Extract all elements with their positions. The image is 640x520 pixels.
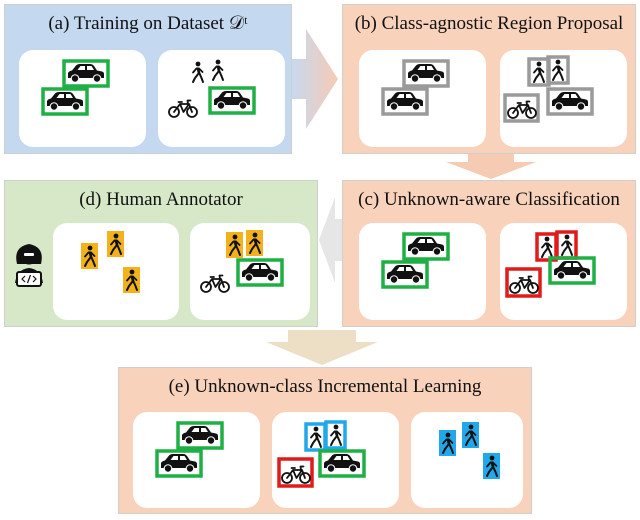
known-box bbox=[176, 421, 224, 450]
arrow-down bbox=[446, 154, 536, 179]
scene-illustration bbox=[439, 422, 500, 479]
scene-card bbox=[411, 412, 523, 508]
known-box bbox=[208, 86, 256, 115]
panel-training: (a) Training on Dataset 𝒟ᵗ bbox=[4, 4, 292, 154]
arrow-down bbox=[266, 330, 378, 365]
car-icon bbox=[47, 92, 83, 111]
unknown-box bbox=[277, 457, 314, 488]
panel-training-title: (a) Training on Dataset 𝒟ᵗ bbox=[48, 13, 248, 34]
scene-card bbox=[500, 50, 627, 147]
panel-region-proposal-title: (b) Class-agnostic Region Proposal bbox=[354, 13, 624, 34]
panel-incremental-learning: (e) Unknown-class Incremental Learning bbox=[118, 367, 532, 514]
panel-unknown-classification-title: (c) Unknown-aware Classification bbox=[358, 189, 620, 210]
car-icon bbox=[554, 261, 590, 280]
panel-incremental-learning-title: (e) Unknown-class Incremental Learning bbox=[168, 376, 482, 397]
pedestrian-icon bbox=[533, 60, 545, 83]
pedestrian-icon bbox=[541, 235, 553, 258]
scene-illustration bbox=[277, 420, 366, 488]
scene-illustration bbox=[168, 58, 256, 118]
arrow-right bbox=[292, 29, 338, 129]
bicycle-icon bbox=[507, 100, 537, 119]
car-icon bbox=[387, 265, 423, 284]
car-icon bbox=[242, 263, 278, 282]
pedestrian-icon bbox=[552, 58, 564, 81]
pedestrian-icon bbox=[330, 423, 342, 446]
car-icon bbox=[408, 64, 444, 83]
scene-card bbox=[359, 223, 486, 320]
bicycle-icon bbox=[281, 465, 311, 484]
scene-card bbox=[19, 50, 146, 147]
known-box bbox=[402, 232, 450, 261]
scene-card bbox=[190, 223, 310, 320]
proposal-box bbox=[503, 93, 540, 123]
proposal-box bbox=[546, 87, 594, 116]
known-box bbox=[62, 59, 110, 88]
proposal-box bbox=[402, 59, 450, 88]
arrow-left bbox=[319, 197, 343, 283]
known-box bbox=[318, 449, 366, 478]
scene-illustration bbox=[81, 231, 140, 293]
known-box bbox=[236, 258, 284, 287]
pedestrian-icon bbox=[561, 233, 573, 256]
proposal-box bbox=[381, 87, 429, 116]
programmer-icon bbox=[15, 244, 43, 287]
scene-illustration bbox=[503, 55, 594, 123]
known-box bbox=[381, 260, 429, 289]
proposal-box bbox=[546, 55, 570, 85]
scene-card bbox=[272, 412, 399, 508]
scene-illustration bbox=[200, 230, 284, 293]
learned-box bbox=[324, 420, 347, 450]
bicycle-icon bbox=[200, 274, 230, 293]
pedestrian-icon bbox=[192, 60, 204, 83]
known-box bbox=[41, 87, 89, 116]
bicycle-icon bbox=[509, 275, 539, 294]
known-box bbox=[548, 256, 596, 285]
scene-card bbox=[359, 50, 486, 147]
panel-unknown-classification: (c) Unknown-aware Classification bbox=[342, 180, 636, 327]
car-icon bbox=[68, 64, 104, 83]
car-icon bbox=[161, 454, 197, 473]
car-icon bbox=[387, 92, 423, 111]
scene-illustration bbox=[41, 59, 110, 116]
car-icon bbox=[408, 237, 444, 256]
bicycle-icon bbox=[168, 99, 198, 118]
unknown-box bbox=[505, 267, 542, 298]
panel-region-proposal: (b) Class-agnostic Region Proposal bbox=[342, 4, 636, 154]
car-icon bbox=[552, 92, 588, 111]
car-icon bbox=[324, 454, 360, 473]
scene-card bbox=[133, 412, 260, 508]
scene-illustration bbox=[155, 421, 224, 478]
pedestrian-icon bbox=[310, 425, 322, 448]
known-box bbox=[155, 449, 203, 478]
panel-human-annotator: (d) Human Annotator bbox=[4, 180, 318, 327]
scene-illustration bbox=[505, 230, 596, 298]
car-icon bbox=[182, 426, 218, 445]
scene-illustration bbox=[381, 59, 450, 116]
scene-card bbox=[500, 223, 627, 320]
scene-illustration bbox=[381, 232, 450, 289]
scene-card bbox=[53, 223, 179, 320]
scene-card bbox=[158, 50, 285, 147]
car-icon bbox=[214, 91, 250, 110]
pedestrian-icon bbox=[212, 58, 224, 81]
panel-human-annotator-title: (d) Human Annotator bbox=[79, 189, 243, 210]
